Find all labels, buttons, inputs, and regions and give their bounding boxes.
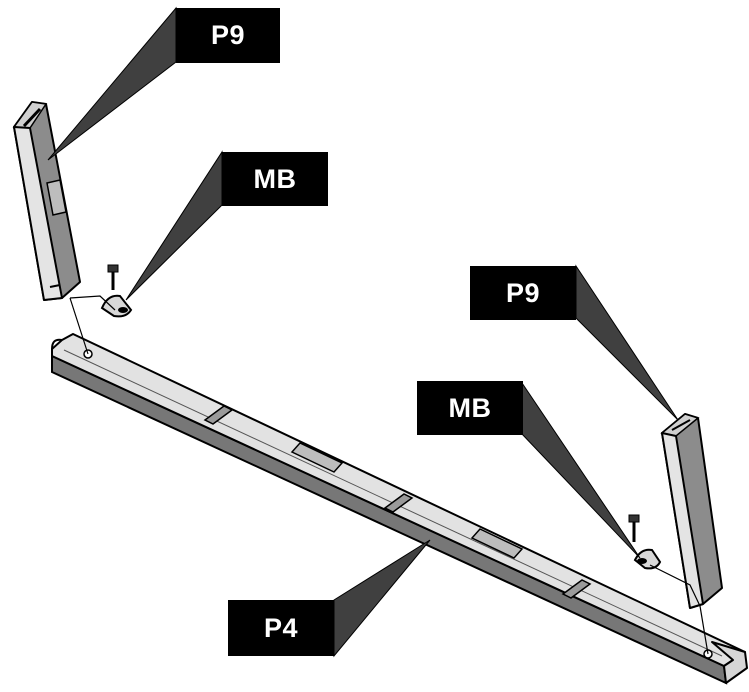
bar-slots	[203, 405, 592, 599]
callout-mb-right: MB	[417, 381, 523, 435]
callout-p9-top: P9	[176, 8, 280, 63]
base-bar-p4	[51, 333, 748, 685]
callout-leaders	[47, 6, 679, 658]
callout-mb-top: MB	[222, 152, 328, 206]
mounting-bracket-right	[628, 514, 662, 570]
upright-panel-left	[12, 101, 81, 301]
mounting-bracket-left	[100, 264, 133, 318]
assembly-guide-lines	[69, 295, 709, 655]
callout-p4: P4	[228, 600, 334, 656]
callout-p9-right: P9	[470, 266, 576, 320]
upright-panel-right	[660, 413, 723, 609]
bar-openings	[290, 442, 524, 559]
